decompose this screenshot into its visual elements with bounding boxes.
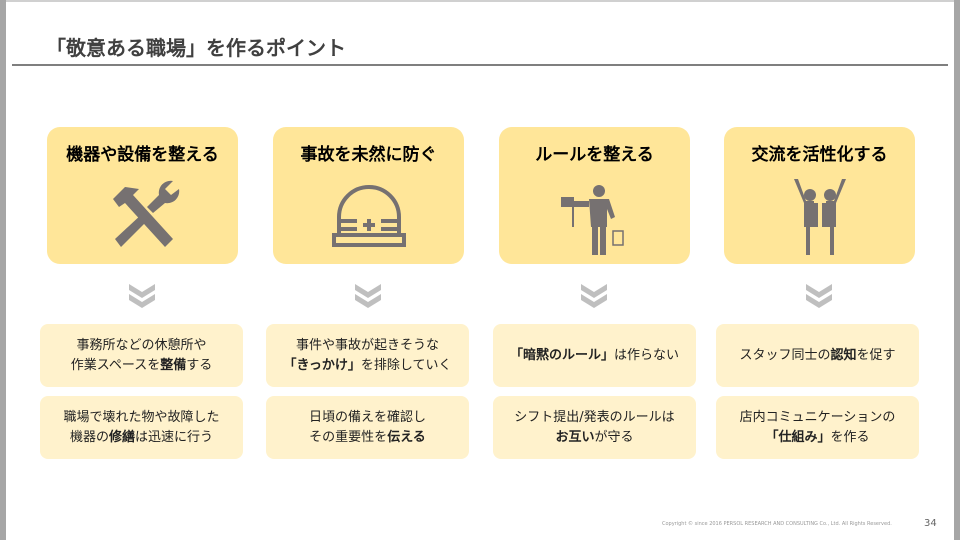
chevron-down-icon [129, 284, 155, 308]
emphasis: 認知 [830, 347, 857, 363]
point-card: 機器や設備を整える [47, 127, 238, 264]
emphasis: 伝える [387, 429, 426, 445]
emphasis: 整備 [160, 357, 187, 373]
point-detail: 「暗黙のルール」は作らない [493, 324, 696, 387]
point-detail: 事件や事故が起きそうな「きっかけ」を排除していく [266, 324, 469, 387]
box-text: を作る [830, 429, 870, 445]
point-detail: 職場で壊れた物や故障した機器の修繕は迅速に行う [40, 396, 243, 459]
box-text: 事務所などの休憩所や [76, 337, 207, 353]
box-text: 店内コミュニケーションの [739, 409, 896, 425]
point-detail: 日頃の備えを確認しその重要性を伝える [266, 396, 469, 459]
box-text: スタッフ同士の [739, 347, 831, 363]
emphasis: お互い [555, 429, 595, 445]
point-detail: スタッフ同士の認知を促す [716, 324, 919, 387]
page-number: 34 [924, 518, 937, 529]
point-card: ルールを整える [499, 127, 690, 264]
box-text: する [186, 357, 213, 373]
box-text: その重要性を [309, 429, 388, 445]
box-text: 機器の [69, 429, 109, 445]
chevron-down-icon [355, 284, 381, 308]
point-detail: 事務所などの休憩所や作業スペースを整備する [40, 324, 243, 387]
people-cheering-icon [724, 177, 915, 257]
hammer-wrench-icon [47, 177, 238, 257]
chevron-down-icon [581, 284, 607, 308]
box-text: が守る [594, 429, 634, 445]
point-detail: 店内コミュニケーションの「仕組み」を作る [716, 396, 919, 459]
point-heading: 事故を未然に防ぐ [300, 145, 437, 165]
box-text: を排除していく [360, 357, 452, 373]
point-heading: 交流を活性化する [751, 145, 888, 165]
box-text: シフト提出/発表のルールは [514, 409, 675, 425]
title-divider [12, 64, 948, 66]
box-text: 事件や事故が起きそうな [295, 337, 439, 353]
chevron-down-icon [806, 284, 832, 308]
hard-hat-icon [273, 177, 464, 257]
point-card: 事故を未然に防ぐ [273, 127, 464, 264]
copyright: Copyright © since 2016 PERSOL RESEARCH A… [662, 521, 892, 527]
box-text: は作らない [614, 347, 680, 363]
box-text: 作業スペースを [70, 357, 161, 373]
emphasis: 修繕 [108, 429, 135, 445]
slide-title: 「敬意ある職場」を作るポイント [46, 36, 346, 60]
point-heading: ルールを整える [535, 145, 654, 165]
box-text: を促す [856, 347, 896, 363]
emphasis: 「きっかけ」 [283, 357, 361, 373]
top-border [0, 0, 960, 2]
box-text: 職場で壊れた物や故障した [63, 409, 220, 425]
emphasis: 「暗黙のルール」 [509, 347, 614, 363]
flag-worker-icon [499, 177, 690, 257]
point-detail: シフト提出/発表のルールはお互いが守る [493, 396, 696, 459]
box-text: 日頃の備えを確認し [308, 409, 426, 425]
left-border [0, 0, 6, 540]
emphasis: 「仕組み」 [765, 429, 831, 445]
right-border [954, 0, 960, 540]
box-text: は迅速に行う [135, 429, 214, 445]
point-card: 交流を活性化する [724, 127, 915, 264]
point-heading: 機器や設備を整える [66, 145, 219, 165]
